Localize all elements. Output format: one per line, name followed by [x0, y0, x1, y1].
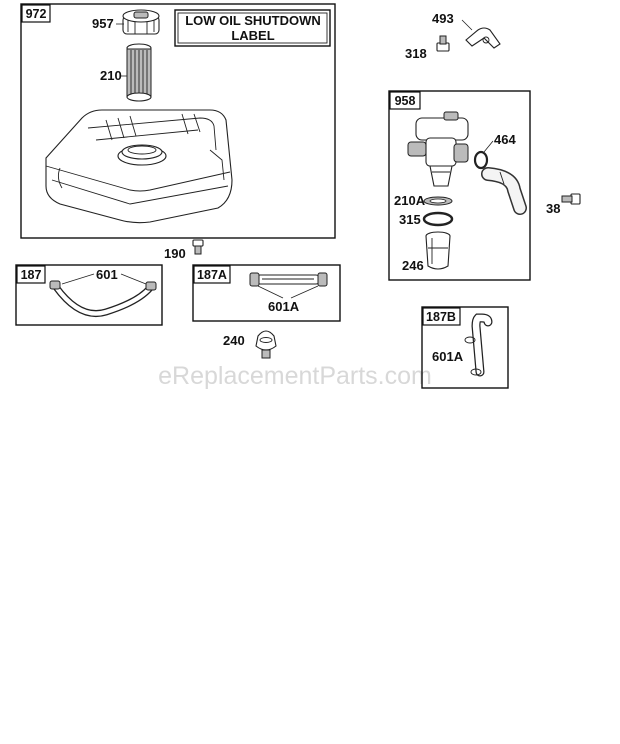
box-187A-id: 187A	[197, 268, 227, 282]
box-972-tab	[21, 4, 51, 23]
box-187-id: 187	[21, 268, 42, 282]
box-187-tab	[16, 265, 46, 284]
label-240: 240	[223, 333, 245, 348]
fuel-line-601-part	[49, 280, 157, 317]
label-210A: 210A	[394, 193, 426, 208]
bracket-493-part	[465, 27, 501, 49]
label-318: 318	[405, 46, 427, 61]
watermark: eReplacementParts.com	[158, 362, 432, 390]
box-972-frame	[20, 3, 336, 239]
label-601: 601	[96, 267, 118, 282]
screw-318-part	[436, 35, 450, 52]
label-38: 38	[546, 201, 560, 216]
box-187A: 187A 601A	[192, 264, 341, 322]
label-190: 190	[164, 246, 186, 261]
label-315: 315	[399, 212, 421, 227]
box-972: 972 LOW OIL SHUTDOWN LABEL 957	[20, 3, 336, 239]
sediment-bowl-246-part	[425, 231, 451, 270]
label-464: 464	[494, 132, 516, 147]
box-187B: 187B 601A	[421, 306, 509, 389]
valve-240-part	[255, 330, 277, 359]
box-187: 187 601	[15, 264, 163, 326]
fuel-line-601A-elbow-part	[464, 313, 493, 377]
box-187B-id: 187B	[426, 310, 456, 324]
box-187A-frame	[192, 264, 341, 322]
fuel-line-601A-part	[249, 272, 328, 287]
fuel-tank-part	[45, 109, 233, 224]
box-958-frame	[388, 90, 531, 281]
box-958: 958 464 210A 315	[388, 90, 531, 281]
box-958-id: 958	[395, 94, 416, 108]
label-601A: 601A	[268, 299, 300, 314]
bolt-190-part	[192, 239, 204, 255]
label-493: 493	[432, 11, 454, 26]
box-187B-frame	[421, 306, 509, 389]
note-line1: LOW OIL SHUTDOWN	[185, 13, 321, 28]
fuel-cap-part	[122, 9, 160, 35]
fuel-valve-part	[407, 111, 469, 187]
note-box	[174, 9, 331, 47]
box-187A-tab	[193, 265, 231, 284]
fuel-hose-part	[481, 167, 527, 215]
label-210: 210	[100, 68, 122, 83]
note-line2: LABEL	[231, 28, 274, 43]
o-ring-315-part	[422, 211, 454, 227]
label-601A-187B: 601A	[432, 349, 464, 364]
box-972-id: 972	[26, 7, 47, 21]
box-958-tab	[389, 91, 421, 110]
fuel-strainer-part	[126, 43, 152, 102]
box-187B-tab	[422, 307, 461, 326]
note-box-inner	[177, 12, 328, 44]
box-187-frame	[15, 264, 163, 326]
label-957: 957	[92, 16, 114, 31]
gasket-210A-part	[423, 196, 453, 206]
o-ring-464-part	[473, 150, 489, 170]
screw-38-part	[561, 193, 581, 205]
label-246: 246	[402, 258, 424, 273]
